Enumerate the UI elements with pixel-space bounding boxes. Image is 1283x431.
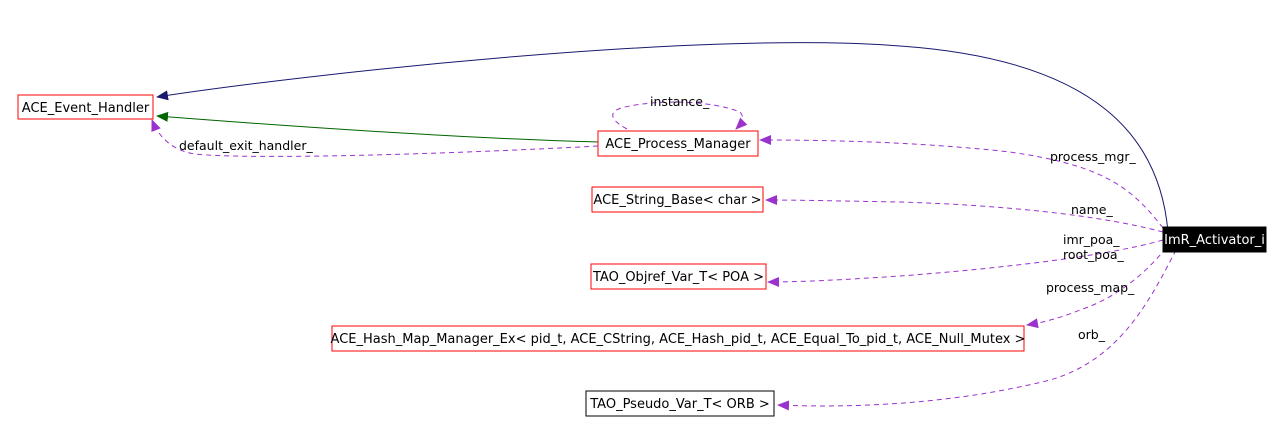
node-ace-hash-map-manager[interactable]: ACE_Hash_Map_Manager_Ex< pid_t, ACE_CStr… [331, 325, 1026, 352]
node-tao-objref-var[interactable]: TAO_Objref_Var_T< POA > [590, 263, 767, 290]
edge-label-default-exit-handler: default_exit_handler_ [179, 138, 313, 153]
edge-label-root-poa: root_poa_ [1063, 247, 1125, 262]
edge-orb [777, 249, 1177, 411]
node-ace-process-manager[interactable]: ACE_Process_Manager [597, 130, 759, 157]
edge-instance-self-loop [612, 101, 748, 130]
node-label: ACE_Event_Handler [22, 101, 150, 116]
edge-inheritance-process-manager-to-event-handler [156, 111, 599, 143]
node-label: TAO_Objref_Var_T< POA > [592, 270, 764, 285]
edge-label-name: name_ [1071, 202, 1113, 217]
edge-label-process-map: process_map_ [1046, 280, 1135, 295]
edge-inheritance-activator-to-event-handler [156, 42, 1169, 233]
node-ace-event-handler[interactable]: ACE_Event_Handler [17, 94, 154, 120]
edge-process-mgr [759, 135, 1164, 229]
edge-name [765, 195, 1164, 233]
edge-process-map [1026, 247, 1167, 329]
edge-label-orb: orb_ [1078, 327, 1106, 342]
node-tao-pseudo-var[interactable]: TAO_Pseudo_Var_T< ORB > [585, 390, 775, 417]
node-label: ACE_Process_Manager [605, 137, 751, 152]
node-ace-string-base[interactable]: ACE_String_Base< char > [591, 186, 764, 213]
edge-imr-root-poa [767, 239, 1164, 287]
edge-label-process-mgr: process_mgr_ [1050, 149, 1137, 164]
node-label: ACE_String_Base< char > [593, 193, 761, 208]
edge-label-imr-poa: imr_poa_ [1063, 232, 1120, 247]
edge-default-exit-handler [151, 119, 599, 157]
node-label: ImR_Activator_i [1164, 233, 1265, 248]
node-label: ACE_Hash_Map_Manager_Ex< pid_t, ACE_CStr… [331, 332, 1026, 347]
node-label: TAO_Pseudo_Var_T< ORB > [589, 397, 770, 412]
node-imr-activator-i[interactable]: ImR_Activator_i [1162, 226, 1267, 253]
edge-label-instance: instance_ [650, 94, 710, 109]
